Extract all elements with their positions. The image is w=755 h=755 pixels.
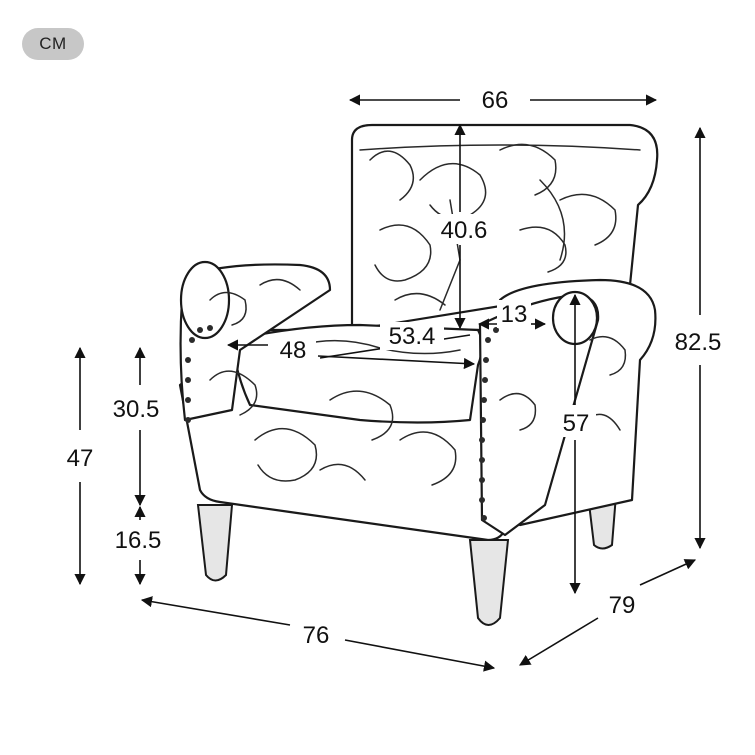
front-left-leg bbox=[196, 504, 234, 582]
label-width: 76 bbox=[303, 622, 330, 649]
left-arm-roll bbox=[179, 260, 231, 340]
label-total-height: 82.5 bbox=[675, 329, 722, 356]
dim-line-width-right bbox=[344, 639, 496, 672]
label-seat-depth: 53.4 bbox=[389, 323, 436, 350]
label-backgrounds bbox=[270, 214, 596, 437]
unit-label: CM bbox=[39, 34, 67, 53]
label-seat-height: 30.5 bbox=[113, 396, 160, 423]
unit-badge: CM bbox=[22, 28, 84, 60]
label-arm-height: 57 bbox=[563, 410, 590, 437]
armchair-illustration bbox=[178, 123, 659, 626]
dim-line-seat-width-right bbox=[317, 355, 476, 370]
dim-line-depth-top bbox=[639, 559, 697, 586]
dimension-labels: 66 40.6 53.4 48 13 30.5 47 16.5 57 82.5 … bbox=[67, 87, 722, 649]
label-back-width: 66 bbox=[482, 87, 509, 114]
label-front-height: 47 bbox=[67, 445, 94, 472]
backrest bbox=[350, 123, 659, 332]
label-depth: 79 bbox=[609, 592, 636, 619]
label-arm-width: 13 bbox=[501, 301, 528, 328]
dim-line-width-left bbox=[140, 596, 291, 626]
front-right-leg bbox=[468, 539, 510, 626]
label-back-height: 40.6 bbox=[441, 217, 488, 244]
label-leg-height: 16.5 bbox=[115, 527, 162, 554]
dim-line-depth-bottom bbox=[519, 617, 599, 666]
label-seat-width: 48 bbox=[280, 337, 307, 364]
backrest-roll bbox=[359, 144, 641, 151]
